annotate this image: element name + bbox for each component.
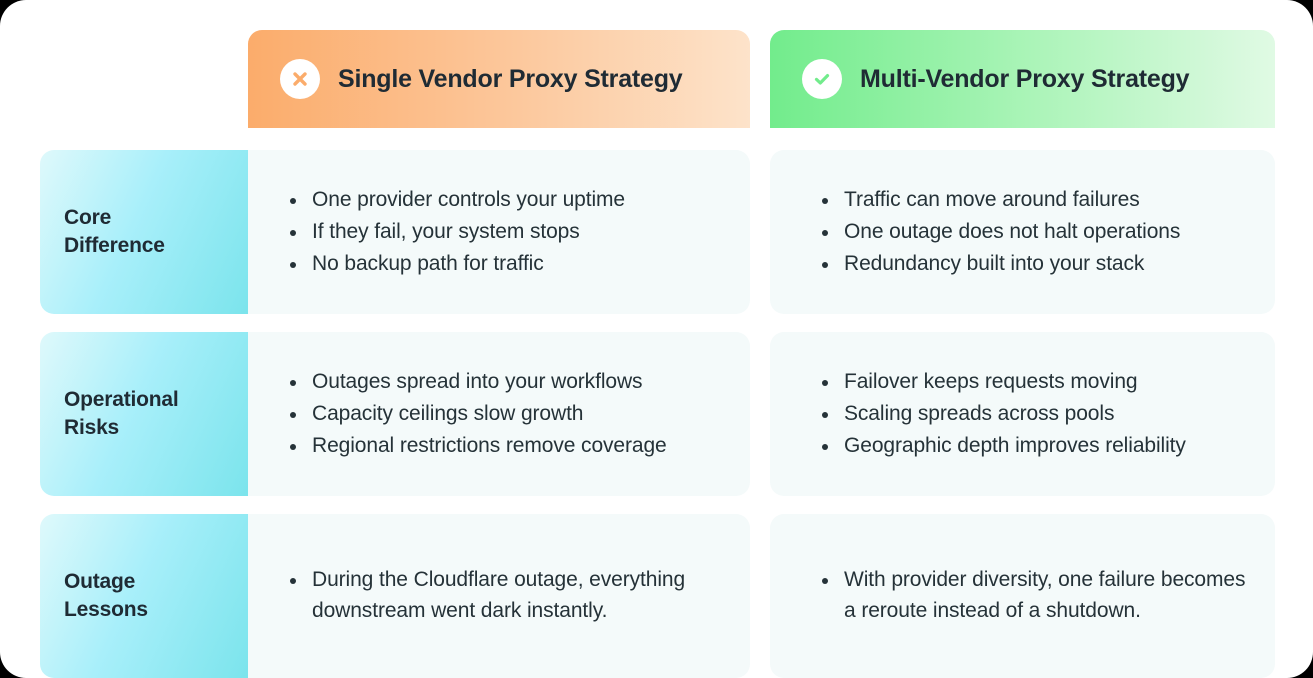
row-label-outage-lessons: Outage Lessons [40,514,248,678]
list-item: Regional restrictions remove coverage [288,431,724,461]
close-circle-icon [280,59,320,99]
header-multi-title: Multi-Vendor Proxy Strategy [860,64,1190,93]
cell-multi-operational-risks: Failover keeps requests moving Scaling s… [770,332,1275,496]
cell-single-operational-risks: Outages spread into your workflows Capac… [248,332,750,496]
row-label-line1: Outage [64,569,136,593]
header-multi-vendor: Multi-Vendor Proxy Strategy [770,30,1275,128]
list-item: One outage does not halt operations [820,217,1249,247]
list-item: Redundancy built into your stack [820,249,1249,279]
list-item: Traffic can move around failures [820,185,1249,215]
header-column-gap [750,30,770,128]
column-gap [750,332,770,496]
list-item: Failover keeps requests moving [820,367,1249,397]
comparison-table: Single Vendor Proxy Strategy Multi-Vendo… [40,30,1275,678]
table-row: Operational Risks Outages spread into yo… [40,332,1275,496]
row-label-line1: Core [64,205,112,229]
list-item: Outages spread into your workflows [288,367,724,397]
row-label-operational-risks: Operational Risks [40,332,248,496]
table-header-row: Single Vendor Proxy Strategy Multi-Vendo… [40,30,1275,128]
column-gap [750,514,770,678]
list-item: Geographic depth improves reliability [820,431,1249,461]
list-item: No backup path for traffic [288,249,724,279]
bullet-list: Outages spread into your workflows Capac… [288,367,724,462]
column-gap [750,150,770,314]
bullet-list: Failover keeps requests moving Scaling s… [820,367,1249,462]
row-label-line2: Difference [64,234,165,257]
header-label-spacer [40,30,248,128]
list-item: During the Cloudflare outage, everything… [288,565,724,626]
table-row: Core Difference One provider controls yo… [40,150,1275,314]
list-item: With provider diversity, one failure bec… [820,565,1249,626]
check-circle-icon [802,59,842,99]
row-label-core-difference: Core Difference [40,150,248,314]
header-single-title: Single Vendor Proxy Strategy [338,64,683,93]
list-item: If they fail, your system stops [288,217,724,247]
cell-single-outage-lessons: During the Cloudflare outage, everything… [248,514,750,678]
row-label-line1: Operational [64,387,179,411]
list-item: Capacity ceilings slow growth [288,399,724,429]
bullet-list: With provider diversity, one failure bec… [820,565,1249,626]
bullet-list: One provider controls your uptime If the… [288,185,724,280]
table-row: Outage Lessons During the Cloudflare out… [40,514,1275,678]
bullet-list: During the Cloudflare outage, everything… [288,565,724,626]
row-label-line2: Risks [64,416,120,439]
cell-multi-outage-lessons: With provider diversity, one failure bec… [770,514,1275,678]
row-label-line2: Lessons [64,598,148,621]
list-item: Scaling spreads across pools [820,399,1249,429]
bullet-list: Traffic can move around failures One out… [820,185,1249,280]
list-item: One provider controls your uptime [288,185,724,215]
header-single-vendor: Single Vendor Proxy Strategy [248,30,750,128]
cell-single-core-difference: One provider controls your uptime If the… [248,150,750,314]
cell-multi-core-difference: Traffic can move around failures One out… [770,150,1275,314]
